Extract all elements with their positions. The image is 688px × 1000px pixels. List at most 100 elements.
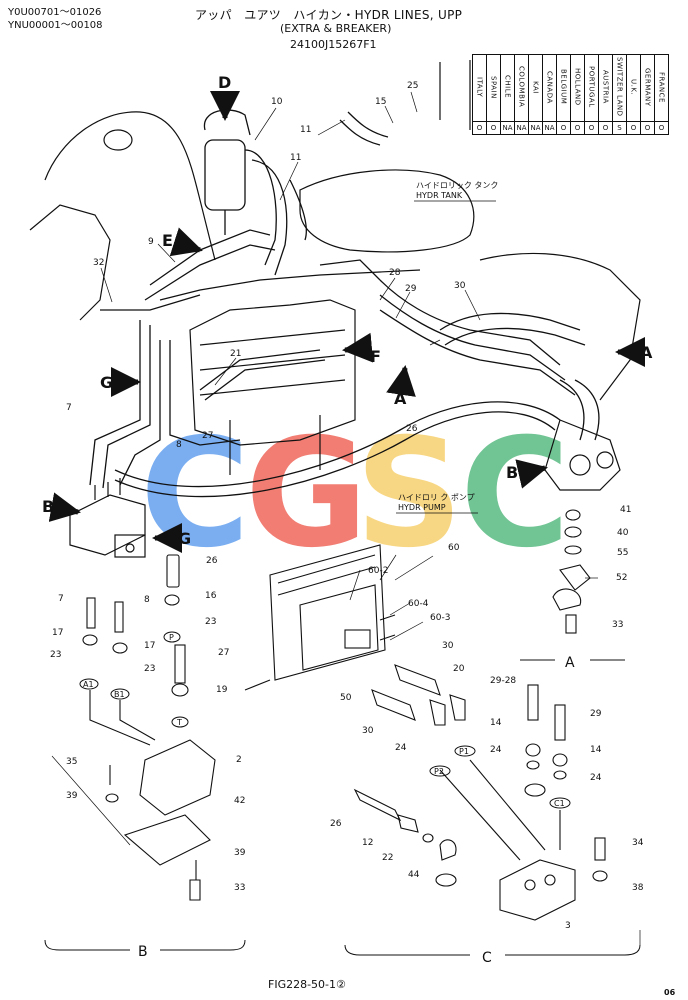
callout-17-a: 17: [52, 628, 63, 638]
hydr-tank: [299, 169, 475, 253]
hose-11-top: [339, 119, 381, 146]
port-c1: C1: [549, 797, 571, 809]
arrow-a-lower: [386, 365, 416, 397]
callout-28: 28: [389, 268, 401, 278]
frame-left: [29, 204, 111, 321]
leader-lines: [51, 91, 641, 945]
arrow-b-right: [515, 459, 548, 489]
callout-8-b: 8: [144, 595, 150, 605]
country-name: CANADA: [545, 70, 554, 104]
svg-text:P1: P1: [459, 747, 469, 756]
breaker-hose-assy: [244, 544, 396, 691]
callout-27-b: 27: [218, 648, 229, 658]
callout-44: 44: [408, 870, 420, 880]
callout-16: 16: [205, 591, 217, 601]
callout-11-b: 11: [290, 153, 301, 163]
callout-32: 32: [93, 258, 104, 268]
callout-30-b: 30: [442, 641, 454, 651]
line-11: [289, 179, 307, 241]
arrow-e: [169, 227, 203, 257]
view-arrows: [48, 91, 645, 553]
line-10: [244, 149, 277, 266]
section-letters: B C A: [138, 655, 575, 966]
callout-30-c: 30: [362, 726, 374, 736]
callout-12: 12: [362, 838, 373, 848]
pump-housing: [479, 252, 641, 401]
country-name-row: ITALY SPAIN CHILE COLOMBIA KAI CANADA BE…: [472, 54, 669, 122]
svg-text:C1: C1: [554, 799, 565, 808]
callout-23-b: 23: [50, 650, 61, 660]
country-name: GERMANY: [643, 67, 652, 107]
callout-24-c: 24: [590, 773, 602, 783]
valve-assy-b: [69, 478, 146, 558]
arrow-b-left: [48, 492, 81, 522]
boom-pin: [103, 129, 133, 151]
callout-17-b: 17: [144, 641, 155, 651]
country-value: O: [626, 121, 641, 135]
view-a-parts: [520, 509, 625, 661]
country-name: AUSTRIA: [601, 70, 610, 104]
watermark: C G S C: [140, 407, 570, 581]
callout-50: 50: [340, 693, 352, 703]
country-name: HOLLAND: [573, 68, 582, 106]
country-name: U.K.: [629, 78, 638, 96]
part-number: 24100J15267F1: [290, 38, 377, 51]
callout-60-2: 60-2: [368, 566, 388, 576]
country-name: BELGIUM: [559, 69, 568, 105]
view-label-d: D: [218, 73, 231, 92]
callout-24-a: 24: [395, 743, 407, 753]
callout-40: 40: [617, 528, 629, 538]
section-label-c: C: [482, 950, 492, 966]
callout-34: 34: [632, 838, 644, 848]
callout-55: 55: [617, 548, 628, 558]
watermark-letter: G: [245, 407, 368, 581]
port-p1: P1: [454, 745, 476, 757]
view-label-e: E: [162, 231, 173, 250]
callout-20: 20: [453, 664, 465, 674]
country-table: ITALY SPAIN CHILE COLOMBIA KAI CANADA BE…: [472, 54, 669, 135]
country-name: ITALY: [475, 76, 484, 98]
callout-29-b: 29: [590, 709, 602, 719]
bracket-c-right: [505, 944, 641, 956]
country-name: CHILE: [503, 75, 512, 99]
line-26: [114, 401, 561, 488]
country-name: FRANCE: [657, 71, 666, 103]
callout-29-28: 29-28: [490, 676, 516, 686]
callout-3: 3: [565, 921, 571, 931]
country-value: NA: [542, 121, 557, 135]
callout-39-a: 39: [66, 791, 78, 801]
watermark-letter: C: [140, 407, 250, 581]
view-label-b-left: B: [42, 497, 54, 516]
callout-27-top: 27: [202, 431, 213, 441]
line-28: [379, 279, 561, 366]
page-number: 06: [664, 988, 676, 997]
filter-body: [204, 139, 246, 211]
view-label-f: F: [370, 347, 381, 366]
country-name: SPAIN: [489, 75, 498, 99]
callout-22: 22: [382, 853, 393, 863]
page-subtitle: (EXTRA & BREAKER): [280, 22, 392, 35]
callout-23-c: 23: [144, 664, 155, 674]
callout-19: 19: [216, 685, 228, 695]
line-30: [439, 312, 581, 331]
callout-7-b: 7: [58, 594, 64, 604]
country-name: KAI: [531, 80, 540, 94]
port-p2: P2: [429, 765, 451, 777]
svg-text:B1: B1: [114, 690, 125, 699]
port-b1: B1: [110, 688, 130, 700]
hydr-pump-jp-label: ハイドロリ ク ポンプ: [398, 493, 475, 502]
country-name: SWITZER LAND: [615, 57, 624, 117]
svg-text:A1: A1: [83, 680, 94, 689]
line-29: [379, 309, 576, 396]
callout-9: 9: [148, 237, 154, 247]
svg-text:T: T: [176, 718, 182, 727]
view-c-parts: [353, 664, 608, 921]
line-32: [100, 294, 201, 311]
bracket-b-right: [160, 939, 246, 951]
page-title: アッパ ユアツ ハイカン・HYDR LINES, UPP: [195, 8, 463, 22]
hydr-tank-jp-label: ハイドロリック タンク: [416, 181, 498, 190]
port-t: T: [171, 716, 189, 728]
hydr-pump-label: HYDR PUMP: [398, 503, 446, 512]
line-21: [199, 349, 321, 391]
